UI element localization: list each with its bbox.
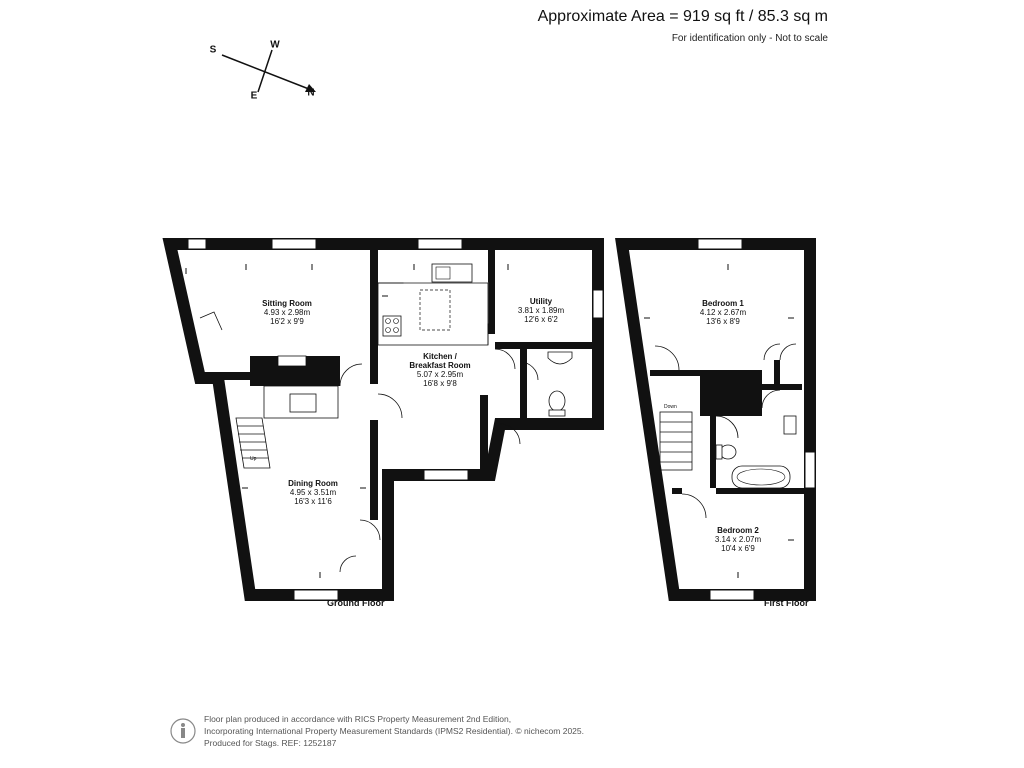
compass-n: N: [307, 88, 314, 99]
room-name-line1: Kitchen /: [423, 352, 458, 361]
ground-floor-stairs: [235, 417, 271, 469]
room-name: Bedroom 1: [702, 299, 744, 308]
stair-down-label: Down: [664, 404, 677, 410]
room-name: Bedroom 2: [717, 526, 759, 535]
radiator-markers: [185, 264, 794, 578]
fireplace: [277, 355, 307, 367]
room-metric: 4.93 x 2.98m: [264, 308, 311, 317]
room-metric: 4.95 x 3.51m: [290, 488, 337, 497]
room-imperial: 10'4 x 6'9: [721, 544, 755, 553]
wc-icon: [719, 444, 737, 460]
area-title: Approximate Area = 919 sq ft / 85.3 sq m: [537, 8, 828, 25]
kitchen-island: [419, 289, 451, 331]
wc-icon: [548, 390, 566, 412]
compass-e: E: [251, 91, 258, 102]
ground-floor-plan: Up Sitting Room 4.93 x 2.98m 16'2 x 9'9 …: [162, 238, 604, 608]
room-bedroom-1: Bedroom 1 4.12 x 2.67m 13'6 x 8'9: [700, 299, 747, 326]
room-sitting-room: Sitting Room 4.93 x 2.98m 16'2 x 9'9: [262, 299, 312, 326]
room-kitchen: Kitchen / Breakfast Room 5.07 x 2.95m 16…: [409, 352, 470, 388]
room-bedroom-2: Bedroom 2 3.14 x 2.07m 10'4 x 6'9: [715, 526, 762, 553]
room-dining-room: Dining Room 4.95 x 3.51m 16'3 x 11'6: [288, 479, 338, 506]
room-name: Dining Room: [288, 479, 338, 488]
stair-up-label: Up: [250, 456, 257, 462]
basin-icon: [783, 415, 797, 435]
room-imperial: 13'6 x 8'9: [706, 317, 740, 326]
footer-line-2: Incorporating International Property Mea…: [204, 726, 584, 736]
room-utility: Utility 3.81 x 1.89m 12'6 x 6'2: [518, 297, 565, 324]
compass-s: S: [210, 45, 217, 56]
compass-w: W: [270, 40, 280, 51]
first-floor-outer-wall: [615, 238, 816, 601]
room-name: Utility: [530, 297, 553, 306]
room-imperial: 16'3 x 11'6: [294, 497, 332, 506]
footer-line-3: Produced for Stags. REF: 1252187: [204, 738, 337, 748]
ipms-logo-icon: [170, 718, 196, 744]
ground-floor-label: Ground Floor: [327, 598, 385, 608]
room-metric: 3.14 x 2.07m: [715, 535, 762, 544]
room-imperial: 16'2 x 9'9: [270, 317, 304, 326]
basin-icon: [547, 351, 573, 365]
first-floor-plan: Down Bedroom 1 4.12 x 2.67m 13'6 x 8'9 B…: [615, 238, 816, 608]
disclaimer-subtitle: For identification only - Not to scale: [671, 33, 828, 44]
footer-line-1: Floor plan produced in accordance with R…: [204, 714, 512, 724]
room-imperial: 16'8 x 9'8: [423, 379, 457, 388]
sink-icon: [431, 263, 473, 283]
first-floor-stairs: [659, 411, 693, 471]
room-metric: 3.81 x 1.89m: [518, 306, 565, 315]
compass-icon: S W E N: [210, 40, 316, 102]
room-metric: 5.07 x 2.95m: [417, 370, 464, 379]
room-metric: 4.12 x 2.67m: [700, 308, 747, 317]
room-name-line2: Breakfast Room: [409, 361, 470, 370]
first-floor-label: First Floor: [764, 598, 809, 608]
bath-icon: [731, 465, 791, 489]
room-name: Sitting Room: [262, 299, 312, 308]
hob-icon: [382, 315, 402, 337]
room-imperial: 12'6 x 6'2: [524, 315, 558, 324]
